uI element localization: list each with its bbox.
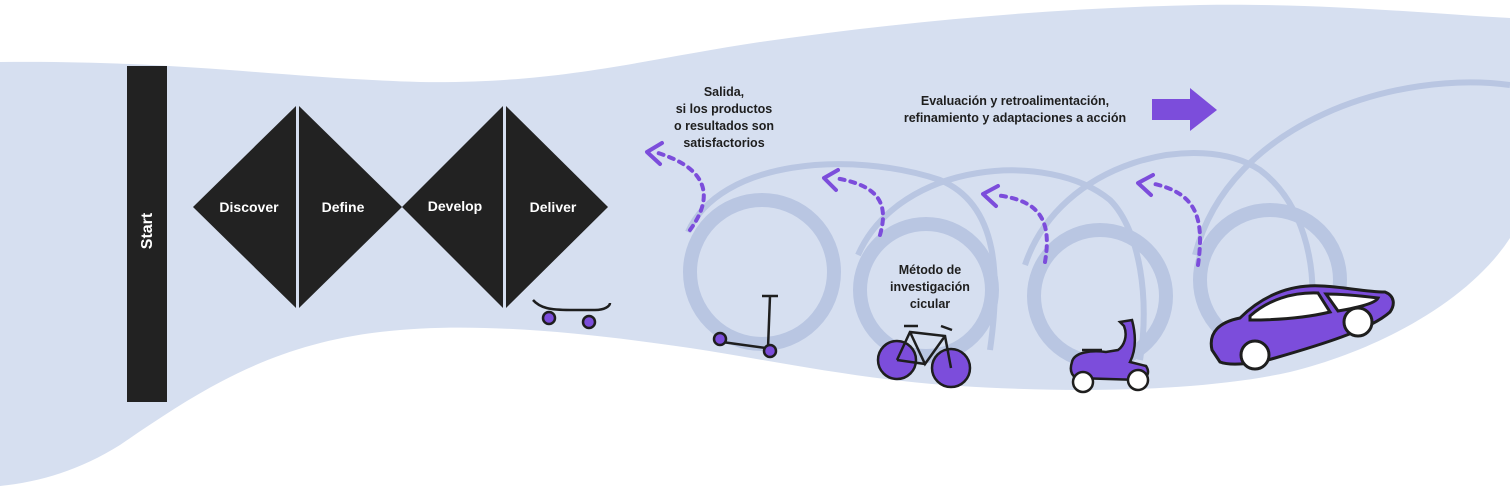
bicycle-handlebar — [940, 324, 953, 332]
annotation-exit-line-3: o resultados son — [674, 119, 774, 133]
annotation-method: Método de investigación cicular — [890, 263, 970, 311]
diamond-deliver — [506, 106, 608, 308]
scooter-wheel-front — [762, 343, 778, 359]
annotation-method-line-2: investigación — [890, 280, 970, 294]
loop-1 — [683, 193, 841, 351]
loop-arc-2 — [855, 167, 1147, 361]
annotation-feedback-line-2: refinamiento y adaptaciones a acción — [904, 111, 1126, 125]
diamond-develop — [402, 106, 503, 308]
annotation-exit-line-1: Salida, — [704, 85, 744, 99]
diamond-define — [299, 106, 402, 308]
double-diamond: Discover Define Develop Deliver — [193, 106, 608, 308]
annotation-exit-line-4: satisfactorios — [683, 136, 764, 150]
moped-wheel-back — [1071, 370, 1095, 394]
exit-arrow-4 — [1148, 181, 1202, 267]
annotation-feedback-line-1: Evaluación y retroalimentación, — [921, 94, 1109, 108]
feedback-arrow — [1152, 88, 1217, 131]
diamond-label-define: Define — [322, 199, 365, 215]
exit-arrows — [656, 151, 1202, 267]
arrowhead-4 — [1136, 173, 1155, 197]
diamond-label-develop: Develop — [428, 198, 482, 214]
diamond-label-deliver: Deliver — [530, 199, 577, 215]
scooter-deck — [721, 340, 767, 350]
exit-arrow-2 — [833, 176, 885, 237]
exit-arrow-1 — [656, 151, 706, 232]
loop-arc-4 — [1192, 79, 1510, 256]
arrowhead-1 — [645, 141, 664, 166]
bicycle-icon — [876, 324, 972, 389]
exit-arrowheads — [645, 141, 1155, 208]
skateboard-icon — [532, 299, 612, 330]
moped-wheel-front — [1126, 368, 1150, 392]
background-band — [0, 4, 1510, 486]
annotation-method-line-1: Método de — [899, 263, 962, 277]
skateboard-wheel-back — [581, 314, 597, 330]
diamond-discover — [193, 106, 296, 308]
annotation-method-line-3: cicular — [910, 297, 950, 311]
diamond-label-discover: Discover — [219, 199, 279, 215]
start-bar — [127, 66, 167, 402]
annotation-feedback: Evaluación y retroalimentación, refinami… — [904, 94, 1126, 125]
skateboard-deck — [532, 299, 612, 312]
car-wheel-back — [1342, 306, 1374, 338]
annotation-exit: Salida, si los productos o resultados so… — [674, 85, 774, 150]
loop-arc-1 — [685, 161, 998, 351]
scooter-stem — [766, 295, 772, 349]
arrowhead-3 — [981, 184, 1000, 208]
car-icon — [1209, 284, 1395, 371]
annotation-exit-line-2: si los productos — [676, 102, 773, 116]
car-wheel-front — [1239, 339, 1271, 371]
skateboard-wheel-front — [541, 310, 557, 326]
exit-arrow-3 — [993, 193, 1049, 264]
bicycle-frame — [895, 330, 953, 369]
arrowhead-2 — [822, 168, 840, 192]
car-window-rear — [1323, 292, 1381, 313]
moped-icon — [1069, 318, 1150, 394]
scooter-wheel-back — [712, 331, 728, 347]
scooter-icon — [712, 294, 778, 359]
car-window — [1248, 291, 1333, 322]
loop-arc-3 — [1022, 150, 1316, 331]
start-label: Start — [139, 212, 156, 249]
